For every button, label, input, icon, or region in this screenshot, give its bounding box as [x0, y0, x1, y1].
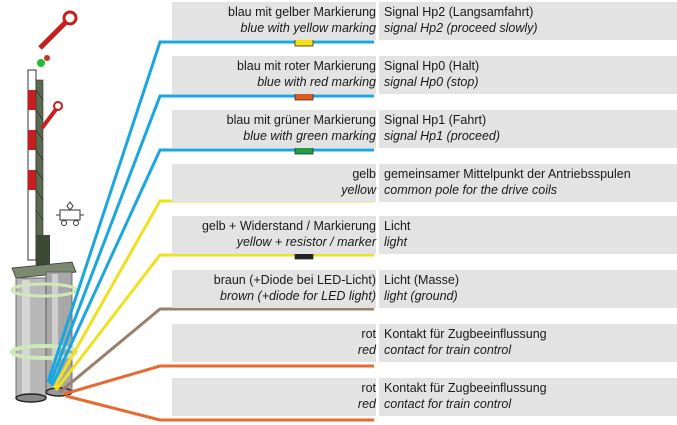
wire-color-en: yellow	[341, 183, 376, 197]
wire-color-cell	[172, 110, 376, 148]
wire-row: rot red Kontakt für Zugbeeinflussung con…	[172, 324, 677, 362]
wire-color-de: blau mit roter Markierung	[237, 59, 376, 73]
wire-color-en: red	[357, 343, 376, 357]
wire-color-cell	[172, 164, 376, 202]
function-en: signal Hp1 (proceed)	[384, 129, 501, 143]
function-cell	[379, 378, 677, 416]
signal-arm-lower	[40, 101, 63, 130]
function-cell	[379, 324, 677, 362]
wire-color-en: yellow + resistor / marker	[236, 235, 376, 249]
function-cell	[379, 56, 677, 94]
function-en: signal Hp2 (proceed slowly)	[384, 21, 538, 35]
signal-mast	[27, 69, 44, 266]
function-cell	[379, 110, 677, 148]
wire-row: gelb yellow gemeinsamer Mittelpunkt der …	[172, 164, 677, 202]
function-de: Signal Hp0 (Halt)	[384, 59, 480, 73]
wire-color-de: gelb + Widerstand / Markierung	[201, 219, 376, 233]
function-de: Kontakt für Zugbeeinflussung	[384, 327, 547, 341]
function-de: Kontakt für Zugbeeinflussung	[384, 381, 547, 395]
function-en: contact for train control	[384, 343, 512, 357]
cart-symbol-icon	[56, 201, 84, 226]
function-cell	[379, 270, 677, 308]
function-de: Licht	[384, 219, 411, 233]
function-cell	[379, 2, 677, 40]
wire-bundle	[46, 37, 374, 422]
wire-color-de: blau mit grüner Markierung	[226, 113, 376, 127]
wire-color-de: blau mit gelber Markierung	[228, 5, 376, 19]
wire-color-en: blue with green marking	[243, 129, 376, 143]
wire-row: gelb + Widerstand / Markierung yellow + …	[172, 216, 677, 254]
function-cell	[379, 164, 677, 202]
function-en: contact for train control	[384, 397, 512, 411]
function-en: signal Hp0 (stop)	[384, 75, 479, 89]
wire-line	[63, 364, 374, 396]
wire-color-de: gelb	[352, 167, 376, 181]
signal-base	[10, 261, 78, 403]
wire-color-cell	[172, 2, 376, 40]
function-de: Signal Hp1 (Fahrt)	[384, 113, 487, 127]
wire-color-en: brown (+diode for LED light)	[220, 289, 376, 303]
wire-color-cell	[172, 216, 376, 254]
wire-color-cell	[172, 378, 376, 416]
wire-color-de: rot	[361, 381, 376, 395]
wire-line	[65, 394, 374, 422]
function-cell	[379, 216, 677, 254]
function-de: gemeinsamer Mittelpunkt der Antriebsspul…	[384, 167, 631, 181]
wire-row: blau mit grüner Markierung blue with gre…	[172, 110, 677, 148]
function-de: Licht (Masse)	[384, 273, 460, 287]
function-en: light	[384, 235, 407, 249]
signal-arm-upper	[37, 10, 78, 67]
wire-color-cell	[172, 324, 376, 362]
wire-color-en: red	[357, 397, 376, 411]
drive-mechanism	[36, 235, 50, 265]
wire-line	[59, 307, 374, 394]
wire-row: rot red Kontakt für Zugbeeinflussung con…	[172, 378, 677, 416]
wire-color-en: blue with red marking	[257, 75, 376, 89]
function-de: Signal Hp2 (Langsamfahrt)	[384, 5, 534, 19]
wire-color-de: braun (+Diode bei LED-Licht)	[213, 273, 376, 287]
wire-color-de: rot	[361, 327, 376, 341]
wire-color-cell	[172, 270, 376, 308]
wire-row: braun (+Diode bei LED-Licht) brown (+dio…	[172, 270, 677, 308]
wire-color-cell	[172, 56, 376, 94]
function-en: light (ground)	[384, 289, 458, 303]
wire-row: blau mit gelber Markierung blue with yel…	[172, 2, 677, 40]
function-en: common pole for the drive coils	[384, 183, 557, 197]
wire-row: blau mit roter Markierung blue with red …	[172, 56, 677, 94]
wire-color-en: blue with yellow marking	[240, 21, 376, 35]
